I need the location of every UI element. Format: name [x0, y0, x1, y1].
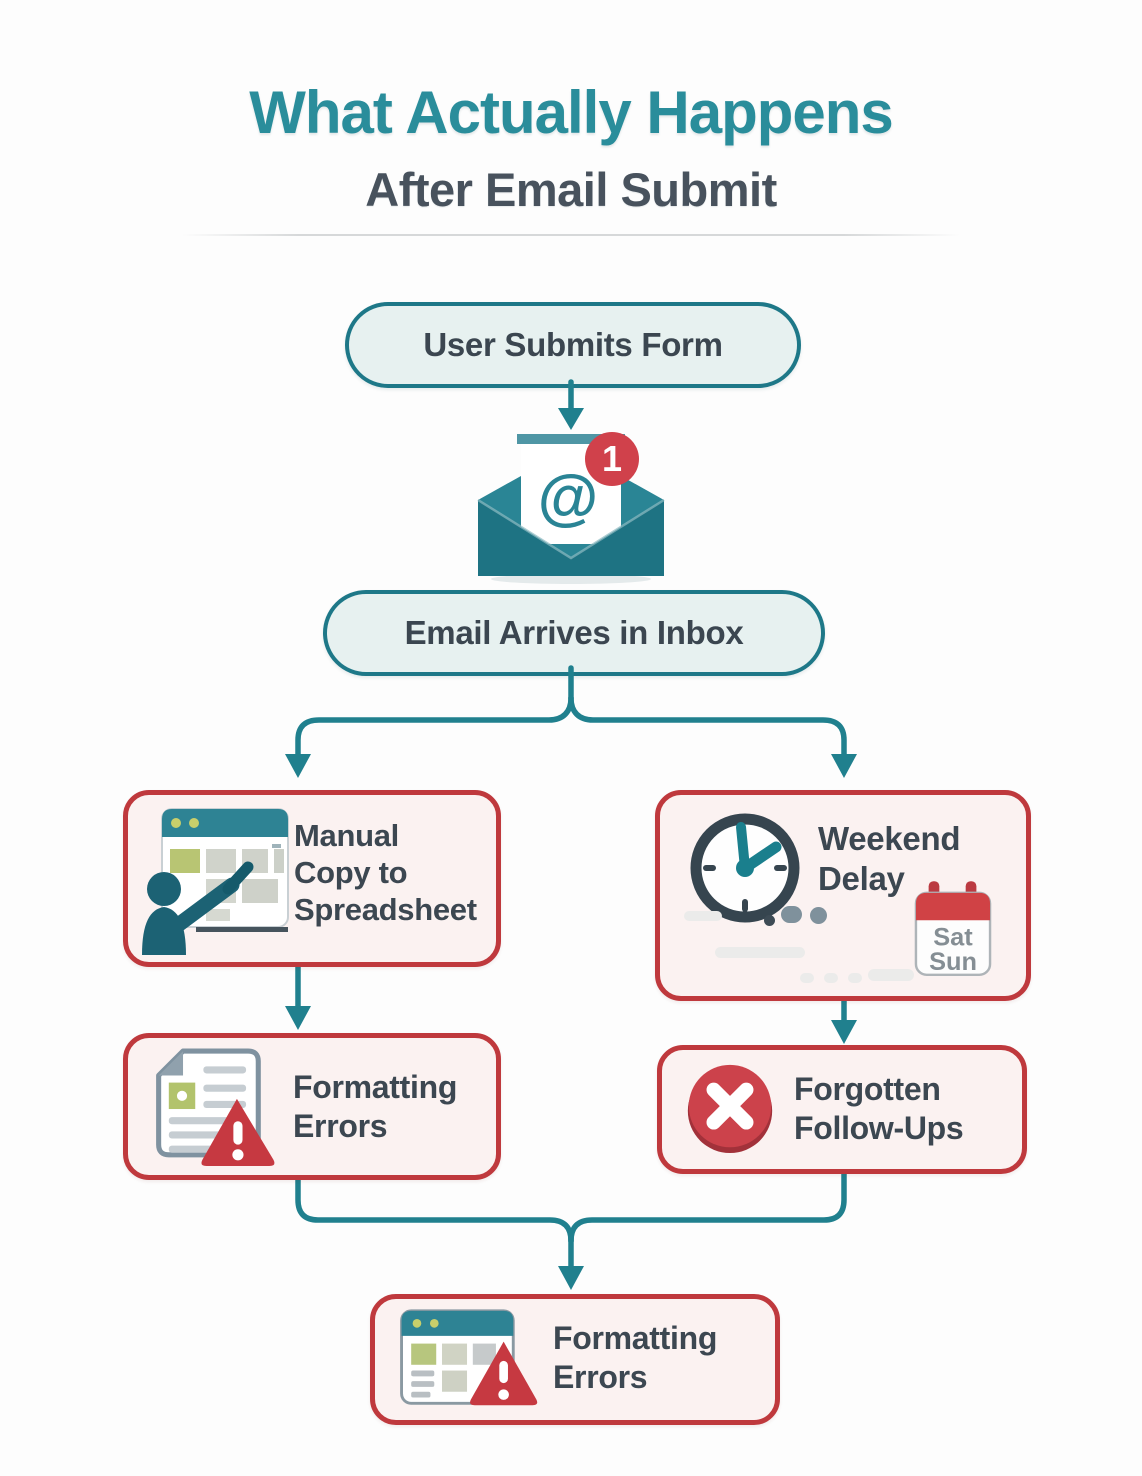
node-weekend-delay: Weekend Delay Sat Sun	[655, 790, 1031, 1001]
node-manual-copy-spreadsheet: Manual Copy to Spreadsheet	[123, 790, 501, 967]
page-subtitle: After Email Submit	[365, 163, 777, 216]
motion-line	[684, 911, 722, 921]
node-forgotten-followups: Forgotten Follow-Ups	[657, 1045, 1027, 1174]
motion-line	[848, 973, 862, 983]
window-titlebar	[401, 1310, 514, 1336]
node-email-arrives-inbox: Email Arrives in Inbox	[323, 590, 825, 676]
envelope-front	[478, 500, 664, 576]
node-formatting-errors: Formatting Errors	[123, 1033, 501, 1180]
node-final-formatting-errors: Formatting Errors	[370, 1294, 780, 1425]
header-divider	[182, 234, 960, 236]
motion-line	[868, 969, 914, 981]
letter-top-strip	[517, 434, 625, 444]
node-label-line: Formatting	[553, 1320, 718, 1356]
calendar-day-sat: Sat	[933, 924, 973, 952]
spreadsheet-person-icon	[142, 808, 289, 955]
document-warning-icon	[156, 1048, 275, 1166]
clock-icon	[690, 813, 800, 923]
node-label-line: Manual	[294, 818, 399, 853]
node-label: Email Arrives in Inbox	[404, 614, 744, 651]
notification-badge-count: 1	[602, 438, 622, 479]
calendar-day-sun: Sun	[929, 948, 977, 976]
weekend-calendar-icon: Sat Sun	[914, 881, 992, 977]
motion-line	[800, 973, 814, 983]
spreadsheet-warning-icon	[400, 1309, 538, 1406]
email-envelope-icon: @ 1	[464, 426, 678, 586]
node-label-line: Copy to	[294, 855, 408, 890]
window-titlebar	[162, 809, 288, 837]
envelope-shadow	[491, 574, 651, 584]
node-label-line: Delay	[818, 860, 905, 897]
node-label-line: Errors	[293, 1108, 388, 1144]
trail-dot	[810, 907, 827, 924]
notification-badge	[585, 432, 639, 486]
node-label-line: Spreadsheet	[294, 892, 477, 927]
trail-dot	[781, 906, 802, 923]
person-silhouette	[142, 861, 254, 955]
node-label: User Submits Form	[423, 326, 723, 363]
node-label-line: Weekend	[818, 820, 961, 857]
motion-line	[824, 973, 838, 983]
motion-line	[715, 947, 805, 958]
page-title: What Actually Happens	[249, 79, 894, 146]
node-label-line: Follow-Ups	[794, 1110, 964, 1146]
node-label-line: Formatting	[293, 1069, 458, 1105]
node-label-line: Forgotten	[794, 1071, 941, 1107]
at-symbol: @	[538, 463, 598, 532]
trail-dot	[764, 915, 775, 926]
node-user-submits-form: User Submits Form	[345, 302, 801, 388]
node-label-line: Errors	[553, 1359, 648, 1395]
error-x-icon	[687, 1064, 773, 1154]
